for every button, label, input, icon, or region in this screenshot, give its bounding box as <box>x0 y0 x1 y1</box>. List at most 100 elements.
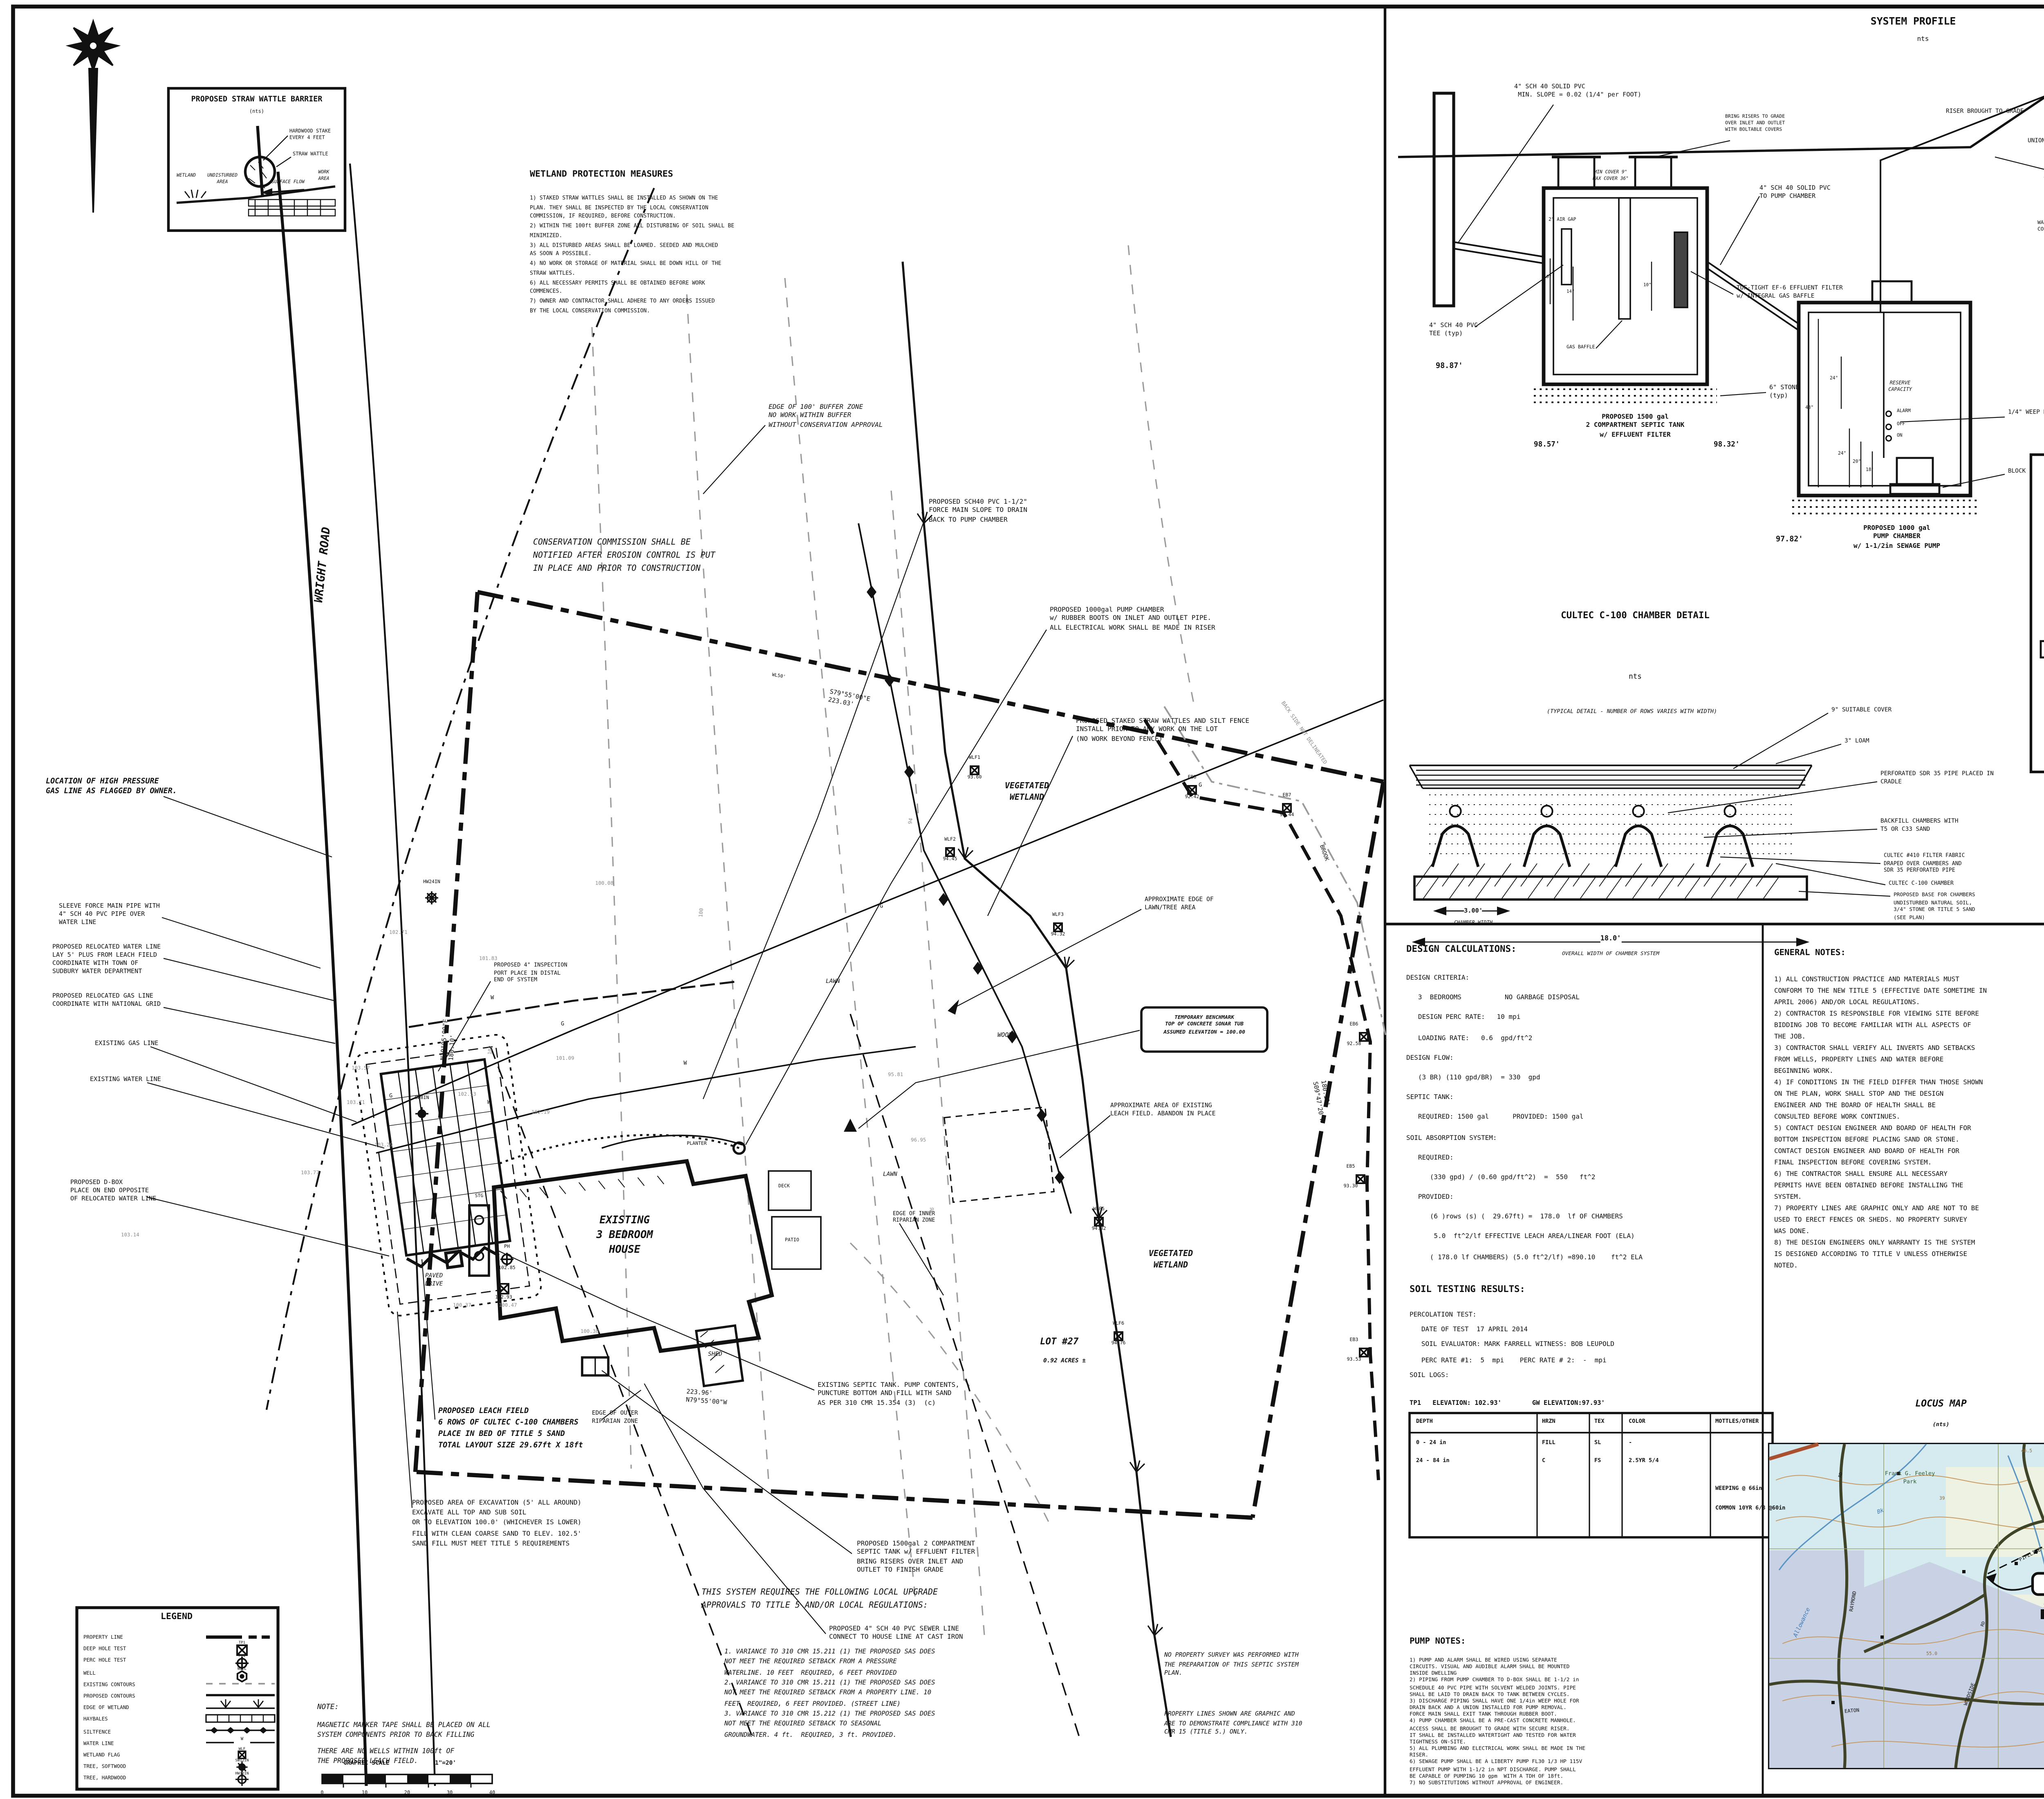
locus-nts: (nts) <box>1932 1421 1950 1428</box>
spot-elev: 103.71 <box>347 1099 365 1106</box>
spot-elev: 103.77 <box>301 1169 319 1176</box>
soil-cell: 0 - 24 in <box>1416 1439 1446 1446</box>
spot-elev: 103.29 <box>374 1142 393 1148</box>
spot-elev: 102.71 <box>389 929 408 935</box>
label-planter: PLANTER <box>687 1140 707 1146</box>
profile-st-beg: 98.57' <box>1534 442 1560 450</box>
legend-tag-sw: SW12IN <box>235 1759 249 1764</box>
callout-force-main: PROPOSED SCH40 PVC 1-1/2" FORCE MAIN SLO… <box>929 497 1027 523</box>
flag-wlf3-id: WLF3 <box>1052 911 1064 917</box>
spot-elev: 102.19 <box>531 1109 550 1115</box>
locus-550: 55.0 <box>1926 1650 1937 1657</box>
callout-existing-water: EXISTING WATER LINE <box>90 1074 161 1083</box>
spot-elev: 100.47 <box>499 1302 517 1308</box>
flag-wlf5-elev: 94.32 <box>1091 1225 1106 1231</box>
flag-wlf2-elev: 94.45 <box>943 855 957 862</box>
scale-tick: 0 <box>320 1788 324 1795</box>
label-outer-riparian: EDGE OF OUTER RIPARIAN ZONE <box>592 1410 638 1424</box>
legend-item: PROPERTY LINE <box>83 1634 123 1640</box>
water-line-letter: W <box>491 994 494 1001</box>
wetland-protection-body: 1) STAKED STRAW WATTLES SHALL BE INSTALL… <box>530 195 735 314</box>
label-vegetated-wetland-1: VEGETATED WETLAND <box>1004 782 1049 803</box>
label-paved-drive: PAVED DRIVE <box>425 1272 443 1287</box>
tree-sw8: SW8IN <box>415 1094 429 1101</box>
contour-100: 100 <box>697 908 705 918</box>
profile-off: OFF <box>1897 420 1905 427</box>
legend-title: LEGEND <box>161 1613 193 1622</box>
straw-detail-nts: (nts) <box>249 108 264 114</box>
callout-gas-hp: LOCATION OF HIGH PRESSURE GAS LINE AS FL… <box>46 778 177 797</box>
label-existing-house: EXISTING 3 BEDROOM HOUSE <box>596 1214 653 1256</box>
cultec-chamber: CULTEC C-100 CHAMBER <box>1889 880 1954 886</box>
legend-item: HAYBALES <box>83 1716 108 1723</box>
flag-eb5-id: EB5 <box>1346 1163 1355 1169</box>
profile-tee: 4" SCH 40 PVC TEE (typ) <box>1429 321 1478 337</box>
gas-line-letter: G <box>880 903 883 909</box>
soil-mottle-1: WEEPING @ 66in <box>1715 1485 1762 1492</box>
label-old-leach: APPROXIMATE AREA OF EXISTING LEACH FIELD… <box>1110 1102 1216 1117</box>
cultec-cradle: PERFORATED SDR 35 PIPE PLACED IN CRADLE <box>1880 770 1994 785</box>
gas-line-letter: G <box>389 1092 393 1099</box>
legend-item: SILTFENCE <box>83 1728 111 1735</box>
profile-st-label: PROPOSED 1500 gal 2 COMPARTMENT SEPTIC T… <box>1586 412 1685 438</box>
profile-d24a: 24" <box>1830 375 1838 381</box>
label-straw-wattle: STRAW WATTLE <box>293 150 328 157</box>
gas-line-letter: G <box>561 1021 565 1027</box>
legend-item: TREE, HARDWOOD <box>83 1775 126 1782</box>
ph1-id: PH <box>504 1243 510 1249</box>
water-line-letter: W <box>487 1099 491 1106</box>
straw-wattle-sketch <box>176 126 336 217</box>
legend-tag-ph1: PH1 <box>238 1653 246 1658</box>
callout-dbox: PROPOSED D-BOX PLACE ON END OPPOSITE OF … <box>70 1178 157 1202</box>
profile-on: ON <box>1897 432 1903 438</box>
profile-hse-inv: 98.87' <box>1436 363 1463 371</box>
label-lawn-1: LAWN <box>826 978 840 985</box>
label-woods: WOODS <box>997 1030 1016 1039</box>
flag-eb3-id: EB3 <box>1349 1336 1358 1343</box>
spot-elev: 100.08 <box>595 880 614 886</box>
soil-cell: SL <box>1594 1439 1601 1446</box>
borders <box>11 4 2044 1798</box>
flag-eb5-elev: 93.30 <box>1343 1182 1358 1189</box>
spot-elev: 103.14 <box>121 1231 139 1238</box>
design-body: DESIGN CRITERIA: 3 BEDROOMS NO GARBAGE D… <box>1406 973 1643 1261</box>
cultec-w2l: OVERALL WIDTH OF CHAMBER SYSTEM <box>1562 950 1659 957</box>
scale-bar <box>321 1774 493 1788</box>
label-deck: DECK <box>778 1182 790 1189</box>
soil-cell: 2.5YR 5/4 <box>1629 1457 1659 1464</box>
label-undisturbed-area: UNDISTURBED AREA <box>207 172 238 184</box>
profile-title: SYSTEM PROFILE <box>1870 16 1956 28</box>
label-shed: SHED <box>708 1351 722 1357</box>
legend-item: WELL <box>83 1669 96 1676</box>
locus-title: LOCUS MAP <box>1915 1400 1967 1410</box>
label-lot-acres: 0.92 ACRES ± <box>1043 1357 1086 1364</box>
legend-item: DEEP HOLE TEST <box>83 1645 126 1652</box>
profile-alarm: ALARM <box>1897 407 1911 414</box>
label-work-area: WORK AREA <box>318 168 329 181</box>
soil-cell: FILL <box>1542 1439 1555 1446</box>
legend-tag-w: W <box>240 1737 244 1743</box>
note-wells: THERE ARE NO WELLS WITHIN 100ft OF THE P… <box>317 1747 455 1765</box>
legend-item: PROPOSED CONTOURS <box>83 1693 135 1699</box>
soil-col: HRZN <box>1542 1418 1555 1424</box>
soil-col: MOTTLES/OTHER <box>1715 1418 1759 1424</box>
flag-eb6-elev: 92.58 <box>1347 1040 1361 1047</box>
legend-item: EDGE OF WETLAND <box>83 1704 129 1711</box>
legend-tag-hw: HW12IN <box>235 1770 249 1776</box>
profile-stone: 6" STONE (typ) <box>1769 383 1800 399</box>
straw-detail-title: PROPOSED STRAW WATTLE BARRIER <box>191 96 323 105</box>
label-vegetated-wetland-2: VEGETATED WETLAND <box>1148 1249 1193 1270</box>
soil-col: TEX <box>1594 1418 1605 1424</box>
profile-union: UNION <box>2028 137 2044 144</box>
soil-cell: 24 - 84 in <box>1416 1457 1450 1464</box>
label-stg: STG <box>475 1192 484 1199</box>
locus-map-graphic <box>1768 1442 2044 1770</box>
callout-existing-septic: EXISTING SEPTIC TANK. PUMP CONTENTS, PUN… <box>818 1380 959 1406</box>
tp1-elev: 102.93 <box>495 1294 512 1300</box>
spot-elev: 96.95 <box>911 1137 926 1143</box>
water-line-letter: W <box>684 1060 687 1066</box>
scale-tick: 40 <box>489 1788 495 1795</box>
flag-eb7-elev: 92.44 <box>1280 811 1294 818</box>
